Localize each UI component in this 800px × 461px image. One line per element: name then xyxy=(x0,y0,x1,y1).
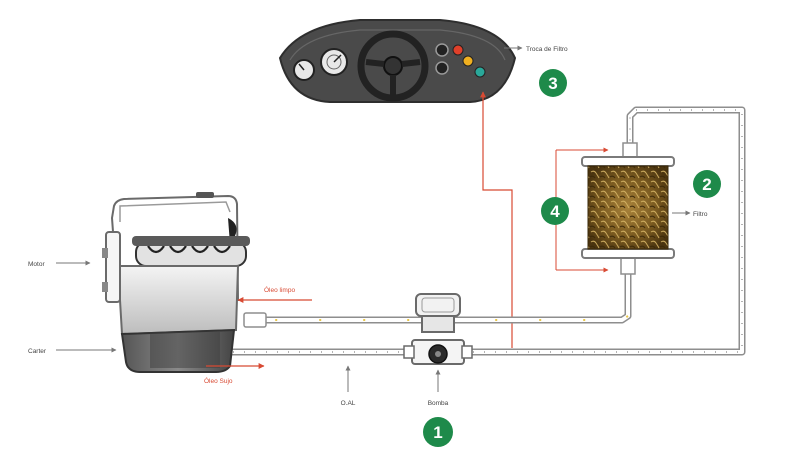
svg-text:2: 2 xyxy=(702,175,711,194)
badge-3: 3 xyxy=(539,69,567,97)
signal-wire xyxy=(482,96,513,348)
carter-label: Carter xyxy=(28,348,47,355)
oleo-sujo-label: Óleo Sujo xyxy=(204,376,233,385)
badge-2: 2 xyxy=(693,170,721,198)
svg-text:3: 3 xyxy=(548,74,557,93)
oal-label: O.AL xyxy=(341,400,356,407)
svg-text:4: 4 xyxy=(550,202,560,221)
gauge-left-icon xyxy=(293,59,315,81)
troca-filtro-label: Troca de Filtro xyxy=(526,46,568,53)
control-knobs-icon xyxy=(435,43,449,75)
intake-manifold-icon xyxy=(132,236,250,267)
motor-label: Motor xyxy=(28,261,45,268)
return-pipe xyxy=(462,106,746,356)
svg-text:1: 1 xyxy=(433,423,442,442)
dashboard-panel xyxy=(278,19,517,103)
engine xyxy=(102,192,250,373)
pump xyxy=(403,293,473,365)
bomba-label: Bomba xyxy=(428,400,449,407)
coupling-clean xyxy=(243,312,267,328)
gauge-right-icon xyxy=(320,48,348,76)
filtro-label: Filtro xyxy=(693,211,708,218)
steering-wheel-icon xyxy=(357,30,429,102)
badge-1: 1 xyxy=(423,417,453,447)
indicator-lights-icon xyxy=(452,44,486,78)
oleo-limpo-label: Óleo limpo xyxy=(264,285,295,294)
badge-4: 4 xyxy=(541,197,569,225)
oil-filter xyxy=(581,142,675,275)
